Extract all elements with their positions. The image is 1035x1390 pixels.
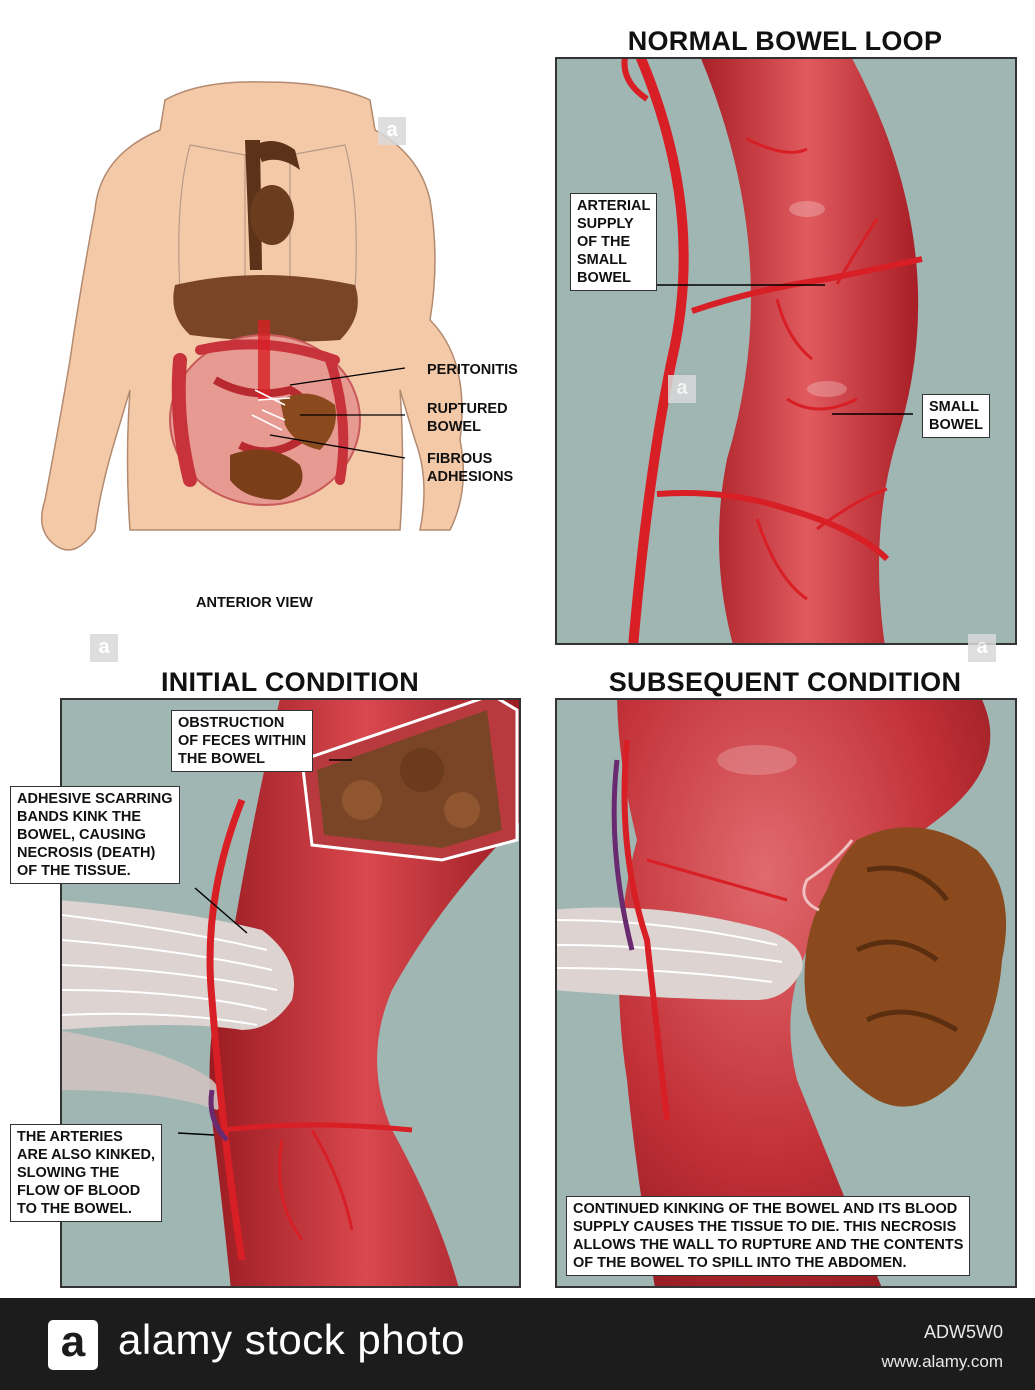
watermark-glyph: a bbox=[90, 634, 118, 662]
initial-condition-illustration bbox=[62, 700, 519, 1286]
image-id: ADW5W0 bbox=[923, 1322, 1003, 1342]
site-url: www.alamy.com bbox=[881, 1352, 1003, 1371]
panel-initial-condition bbox=[60, 698, 521, 1288]
title-subsequent-condition: SUBSEQUENT CONDITION bbox=[608, 667, 962, 697]
label-fibrous-adhesions: FIBROUS ADHESIONS bbox=[427, 451, 514, 485]
label-obstruction-of-feces: OBSTRUCTION OF FECES WITHIN THE BOWEL bbox=[171, 710, 314, 772]
label-arterial-supply: ARTERIAL SUPPLY OF THE SMALL BOWEL bbox=[570, 193, 658, 291]
label-continued-kinking: CONTINUED KINKING OF THE BOWEL AND ITS B… bbox=[566, 1196, 971, 1276]
anterior-body-illustration bbox=[40, 81, 465, 551]
panel-subsequent-condition bbox=[555, 698, 1017, 1288]
watermark-glyph: a bbox=[378, 117, 406, 145]
watermark-glyph: a bbox=[668, 375, 696, 403]
label-peritonitis: PERITONITIS bbox=[427, 362, 518, 378]
normal-bowel-illustration bbox=[621, 59, 923, 643]
label-adhesive-scarring: ADHESIVE SCARRING BANDS KINK THE BOWEL, … bbox=[10, 786, 180, 884]
watermark-glyph: a bbox=[968, 634, 996, 662]
caption-anterior-view: ANTERIOR VIEW bbox=[196, 595, 313, 611]
brand-text: alamy stock photo bbox=[118, 1316, 466, 1363]
footer-bar: a alamy stock photo ADW5W0 www.alamy.com bbox=[0, 1298, 1035, 1390]
alamy-logo-icon: a bbox=[48, 1320, 98, 1370]
subsequent-condition-illustration bbox=[557, 700, 1007, 1286]
label-small-bowel: SMALL BOWEL bbox=[922, 394, 990, 438]
label-arteries-kinked: THE ARTERIES ARE ALSO KINKED, SLOWING TH… bbox=[10, 1124, 163, 1222]
label-ruptured-bowel: RUPTURED BOWEL bbox=[427, 401, 508, 435]
title-initial-condition: INITIAL CONDITION bbox=[160, 667, 420, 697]
title-normal-bowel-loop: NORMAL BOWEL LOOP bbox=[627, 26, 943, 56]
panel-normal-bowel-loop bbox=[555, 57, 1017, 645]
